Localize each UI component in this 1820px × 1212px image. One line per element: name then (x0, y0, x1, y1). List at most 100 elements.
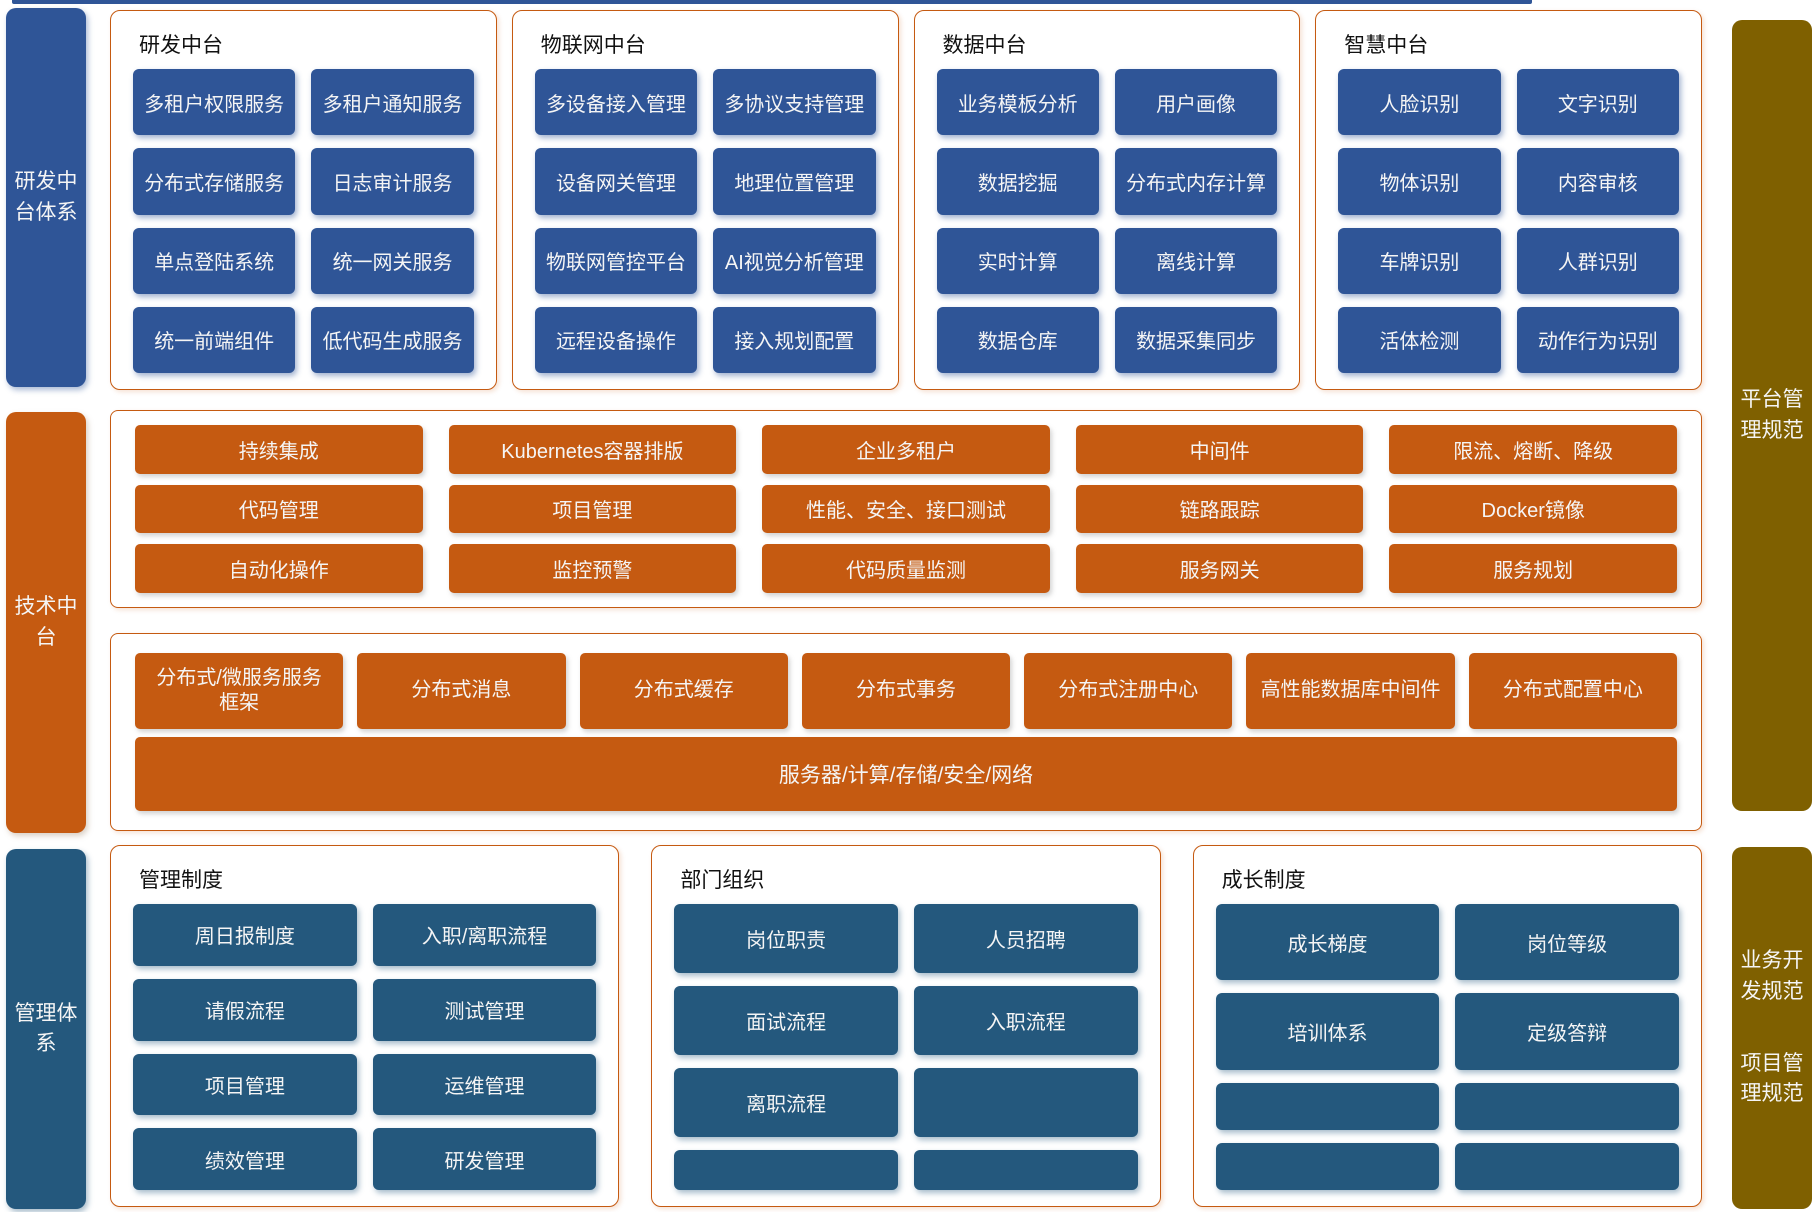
infra-block: 分布式消息 (357, 652, 566, 729)
capability-block: 离线计算 (1114, 227, 1278, 294)
capability-block: 远程设备操作 (534, 306, 698, 373)
group-grid: 岗位职责人员招聘面试流程入职流程离职流程 (674, 904, 1138, 1190)
capability-block: 统一网关服务 (311, 227, 474, 294)
management-block (913, 1068, 1138, 1137)
tech-block: 持续集成 (135, 425, 423, 474)
group-department-org: 部门组织岗位职责人员招聘面试流程入职流程离职流程 (651, 845, 1161, 1207)
infra-base-bar: 服务器/计算/存储/安全/网络 (135, 737, 1677, 812)
tech-block: 监控预警 (448, 544, 737, 593)
capability-block: 多设备接入管理 (534, 69, 698, 136)
rail-tech-platform: 技术中台 (6, 412, 86, 833)
tech-block: 代码质量监测 (762, 544, 1050, 593)
infra-block: 分布式注册中心 (1024, 652, 1233, 729)
infra-block: 分布式事务 (801, 652, 1011, 729)
tech-block: 链路跟踪 (1075, 484, 1364, 534)
capability-block: 内容审核 (1516, 148, 1679, 215)
tech-block: Docker镜像 (1389, 484, 1677, 534)
infra-block: 分布式配置中心 (1468, 652, 1677, 729)
management-block (674, 1150, 898, 1190)
management-block (1455, 1082, 1679, 1130)
management-block (1455, 1142, 1679, 1190)
capability-block: 物联网管控平台 (534, 227, 698, 294)
capability-block: 用户画像 (1114, 69, 1278, 136)
infra-block: 分布式/微服务服务框架 (135, 652, 344, 729)
group-grid: 多租户权限服务多租户通知服务分布式存储服务日志审计服务单点登陆系统统一网关服务统… (133, 69, 474, 373)
rail-dev-platform-system: 研发中台体系 (6, 8, 86, 387)
capability-block: 人群识别 (1516, 227, 1679, 294)
capability-block: 实时计算 (936, 227, 1099, 294)
capability-block: 车牌识别 (1338, 227, 1501, 294)
tech-capability-panel: 持续集成 Kubernetes容器排版企业多租户中间件限流、熔断、降级代码管理项目… (110, 410, 1702, 608)
capability-block: 低代码生成服务 (311, 306, 474, 373)
group-management-rules: 管理制度周日报制度入职/离职流程请假流程测试管理项目管理运维管理绩效管理研发管理 (110, 845, 620, 1207)
management-block: 运维管理 (372, 1053, 597, 1116)
management-block (913, 1150, 1138, 1190)
management-block: 成长梯度 (1215, 904, 1440, 981)
management-block: 请假流程 (133, 978, 357, 1041)
capability-block: 业务模板分析 (936, 69, 1099, 136)
group-grid: 人脸识别文字识别物体识别内容审核车牌识别人群识别活体检测动作行为识别 (1338, 69, 1679, 373)
infra-panel: 分布式/微服务服务框架分布式消息分布式缓存分布式事务分布式注册中心高性能数据库中… (110, 633, 1702, 831)
infra-block: 分布式缓存 (579, 652, 788, 729)
tech-block: 自动化操作 (135, 544, 423, 593)
rail-label: 项目管理规范 (1740, 1052, 1804, 1106)
infra-block: 高性能数据库中间件 (1246, 652, 1455, 729)
capability-block: 数据采集同步 (1114, 306, 1278, 373)
group-title: 研发中台 (139, 34, 223, 57)
management-block: 项目管理 (133, 1053, 357, 1116)
management-block: 培训体系 (1215, 993, 1440, 1070)
management-block: 研发管理 (372, 1128, 597, 1190)
tech-block: Kubernetes容器排版 (448, 425, 737, 474)
capability-block: 活体检测 (1338, 306, 1501, 373)
capability-block: 单点登陆系统 (133, 227, 296, 294)
tech-block: 代码管理 (135, 484, 423, 534)
rail-label: 平台管理规范 (1740, 388, 1804, 442)
management-block: 绩效管理 (133, 1128, 357, 1190)
tech-block: 项目管理 (448, 484, 737, 534)
capability-block: 文字识别 (1516, 69, 1679, 136)
group-title: 部门组织 (680, 869, 765, 892)
management-block: 周日报制度 (133, 904, 357, 966)
management-block: 测试管理 (372, 978, 597, 1041)
capability-block: 动作行为识别 (1516, 306, 1679, 373)
group-title: 成长制度 (1221, 869, 1306, 892)
capability-block: 日志审计服务 (311, 148, 474, 215)
group-smart-platform: 智慧中台人脸识别文字识别物体识别内容审核车牌识别人群识别活体检测动作行为识别 (1315, 10, 1702, 390)
management-block: 岗位等级 (1455, 904, 1679, 981)
management-block: 定级答辩 (1455, 993, 1679, 1070)
management-block: 入职流程 (913, 986, 1138, 1055)
group-grid: 周日报制度入职/离职流程请假流程测试管理项目管理运维管理绩效管理研发管理 (133, 904, 597, 1190)
capability-block: 多租户权限服务 (133, 69, 296, 136)
tech-block: 企业多租户 (762, 425, 1050, 474)
capability-block: 统一前端组件 (133, 306, 296, 373)
management-block (1215, 1082, 1440, 1130)
group-title: 物联网中台 (540, 34, 646, 57)
tech-block: 中间件 (1075, 425, 1364, 474)
management-block: 岗位职责 (674, 904, 898, 973)
tech-block: 性能、安全、接口测试 (762, 484, 1050, 534)
top-edge-strip (12, 0, 1532, 4)
capability-block: 数据挖掘 (936, 148, 1099, 215)
capability-block: 设备网关管理 (534, 148, 698, 215)
group-title: 数据中台 (942, 34, 1027, 57)
group-grid: 业务模板分析用户画像数据挖掘分布式内存计算实时计算离线计算数据仓库数据采集同步 (936, 69, 1278, 373)
rail-label: 研发中台体系 (14, 170, 78, 224)
management-block: 离职流程 (674, 1068, 898, 1137)
capability-block: 分布式存储服务 (133, 148, 296, 215)
rail-label: 业务开发规范 (1740, 949, 1804, 1003)
tech-block: 限流、熔断、降级 (1389, 425, 1677, 474)
capability-block: 多协议支持管理 (713, 69, 876, 136)
rail-label: 管理体系 (14, 1001, 78, 1055)
management-block: 人员招聘 (913, 904, 1138, 973)
top-platform-groups: 研发中台多租户权限服务多租户通知服务分布式存储服务日志审计服务单点登陆系统统一网… (110, 10, 1702, 390)
capability-block: 分布式内存计算 (1114, 148, 1278, 215)
rail-platform-management-spec: 平台管理规范 (1732, 20, 1812, 811)
capability-block: 物体识别 (1338, 148, 1501, 215)
group-title: 管理制度 (139, 869, 223, 892)
capability-block: 地理位置管理 (713, 148, 876, 215)
bottom-management-groups: 管理制度周日报制度入职/离职流程请假流程测试管理项目管理运维管理绩效管理研发管理… (110, 845, 1702, 1207)
capability-block: 多租户通知服务 (311, 69, 474, 136)
